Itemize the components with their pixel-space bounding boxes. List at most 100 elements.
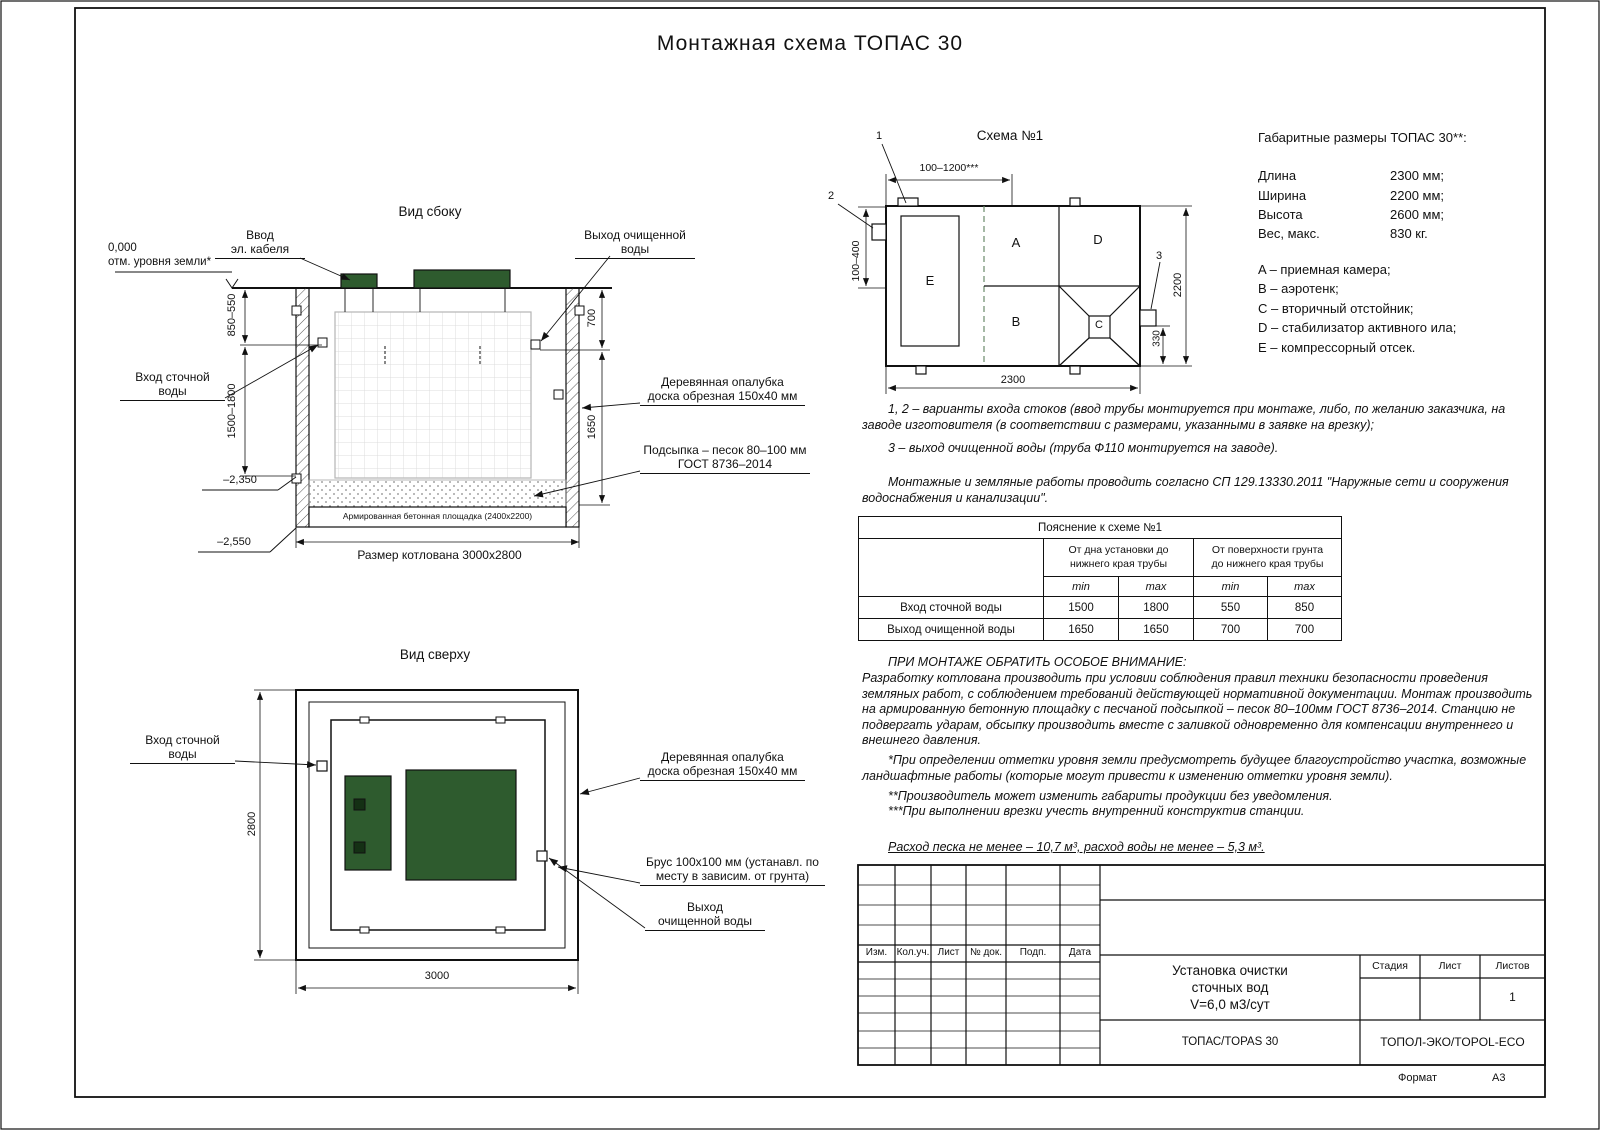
dim-100-400: 100–400 — [850, 240, 862, 282]
table-min-1: min — [1043, 576, 1119, 597]
table-group-1: От дна установки до нижнего края трубы — [1043, 538, 1194, 577]
note-inlet-variants: 1, 2 – варианты входа стоков (ввод трубы… — [862, 402, 1506, 432]
table-group-2: От поверхности грунта до нижнего края тр… — [1193, 538, 1342, 577]
dim-850-550: 850–550 — [226, 293, 238, 337]
cable-entry-lid — [340, 273, 378, 289]
tb-header-izm: Изм. — [865, 947, 888, 958]
spec-value: 2200 мм; — [1390, 188, 1445, 203]
spec-name: Вес, макс. — [1258, 226, 1320, 241]
inlet-square-top — [316, 760, 328, 772]
formwork-label: Деревянная опалубка доска обрезная 150х4… — [640, 375, 805, 407]
chamber-a-label: A — [1011, 235, 1021, 250]
formwork-label-top: Деревянная опалубка доска обрезная 150х4… — [640, 750, 805, 782]
dim-330: 330 — [1151, 330, 1163, 347]
beam-label: Брус 100х100 мм (устанавл. по месту в за… — [640, 855, 825, 887]
pipe-stubs — [871, 197, 1157, 375]
spec-value: 2300 мм; — [1390, 168, 1445, 183]
table-cell: 850 — [1267, 596, 1342, 619]
tb-stage-header: Стадия — [1372, 960, 1408, 972]
table-row-name: Выход очищенной воды — [858, 618, 1044, 641]
table-corner-cell — [858, 538, 1044, 597]
cable-entry-label: Ввод эл. кабеля — [215, 228, 305, 260]
table-cell: 1800 — [1118, 596, 1194, 619]
station-lid — [413, 269, 511, 289]
tb-header-data: Дата — [1068, 947, 1092, 958]
table-title: Пояснение к схеме №1 — [858, 516, 1342, 539]
table-max-1: max — [1118, 576, 1194, 597]
dim-100-1200: 100–1200*** — [919, 162, 979, 174]
formwork-outline — [308, 701, 566, 949]
tank-outline-top — [330, 719, 546, 931]
pit-outline — [295, 689, 579, 961]
lid-large-top — [405, 769, 517, 881]
spec-row-weight: Вес, макс. 830 кг. — [1258, 226, 1428, 241]
sand-layer — [308, 479, 567, 508]
schema-title: Схема №1 — [976, 128, 1044, 143]
level-minus-2350: –2,350 — [223, 474, 257, 486]
dim-2200: 2200 — [1172, 272, 1184, 298]
level-marks — [115, 271, 297, 553]
chamber-d-label: D — [1093, 232, 1103, 247]
top-view-drawing — [234, 689, 646, 994]
spec-value: 830 кг. — [1390, 226, 1428, 241]
table-row: Вход сточной воды 1500 1800 550 850 — [858, 596, 1342, 619]
tank-anchors — [384, 346, 481, 366]
dim-700: 700 — [586, 308, 598, 328]
callout-2: 2 — [827, 190, 835, 202]
tb-sheet-header: Лист — [1438, 960, 1462, 972]
table-min-2: min — [1193, 576, 1268, 597]
formwork-wall-right — [565, 287, 580, 528]
document-title: Установка очистки сточных вод V=6,0 м3/с… — [1172, 963, 1288, 1012]
dim-2800: 2800 — [246, 811, 258, 837]
formwork-wall-left — [295, 287, 310, 528]
dim-2300: 2300 — [1000, 374, 1026, 386]
clarifier-hopper — [1058, 285, 1141, 367]
legend-b: B – аэротенк; — [1258, 281, 1339, 296]
tb-sheets-header: Листов — [1495, 960, 1530, 972]
tb-header-koluch: Кол.уч. — [896, 947, 930, 958]
side-dims — [240, 290, 610, 548]
concrete-slab — [308, 506, 567, 528]
specs-title: Габаритные размеры ТОПАС 30**: — [1258, 130, 1467, 145]
side-leaders — [224, 255, 641, 498]
spec-name: Ширина — [1258, 188, 1307, 203]
table-row-name: Вход сточной воды — [858, 596, 1044, 619]
spec-value: 2600 мм; — [1390, 207, 1445, 222]
tb-header-list: Лист — [937, 947, 960, 958]
table-max-2: max — [1267, 576, 1342, 597]
schema-drawing — [837, 143, 1192, 394]
level-minus-2550: –2,550 — [217, 536, 251, 548]
legend-e: E – компрессорный отсек. — [1258, 340, 1416, 355]
chamber-c-label: C — [1095, 319, 1103, 331]
callout-3: 3 — [1155, 250, 1163, 262]
dim-3000: 3000 — [424, 970, 450, 982]
page-title: Монтажная схема ТОПАС 30 — [656, 32, 964, 55]
table-cell: 550 — [1193, 596, 1268, 619]
mounting-tabs — [359, 716, 506, 934]
table-row: Выход очищенной воды 1650 1650 700 700 — [858, 618, 1342, 641]
attention-heading: ПРИ МОНТАЖЕ ОБРАТИТЬ ОСОБОЕ ВНИМАНИЕ: — [888, 655, 1187, 669]
sewage-inlet-label: Вход сточной воды — [120, 370, 225, 402]
consumption-note: Расход песка не менее – 10,7 м³, расход … — [888, 840, 1265, 854]
chamber-e-box — [900, 215, 960, 347]
table-cell: 1650 — [1118, 618, 1194, 641]
tank-body — [334, 311, 532, 479]
clean-water-outlet-label: Выход очищенной воды — [575, 228, 695, 260]
attention-body: Разработку котлована производить при усл… — [862, 671, 1533, 747]
spec-row-width: Ширина 2200 мм; — [1258, 188, 1444, 203]
lid-small-top — [344, 775, 392, 871]
ground-level-label: 0,000 отм. уровня земли* — [108, 242, 212, 268]
schema-dims — [858, 174, 1192, 394]
spec-name: Высота — [1258, 207, 1303, 222]
spec-row-height: Высота 2600 мм; — [1258, 207, 1444, 222]
table-cell: 700 — [1267, 618, 1342, 641]
top-dims — [254, 689, 579, 994]
format-label: Формат — [1398, 1072, 1438, 1084]
legend-d: D – стабилизатор активного ила; — [1258, 320, 1457, 335]
top-view-title: Вид сверху — [399, 647, 471, 662]
concrete-slab-label: Армированная бетонная площадка (2400х220… — [342, 511, 533, 521]
sewage-inlet-label-top: Вход сточной воды — [130, 733, 235, 765]
chamber-e-label: E — [925, 273, 935, 288]
